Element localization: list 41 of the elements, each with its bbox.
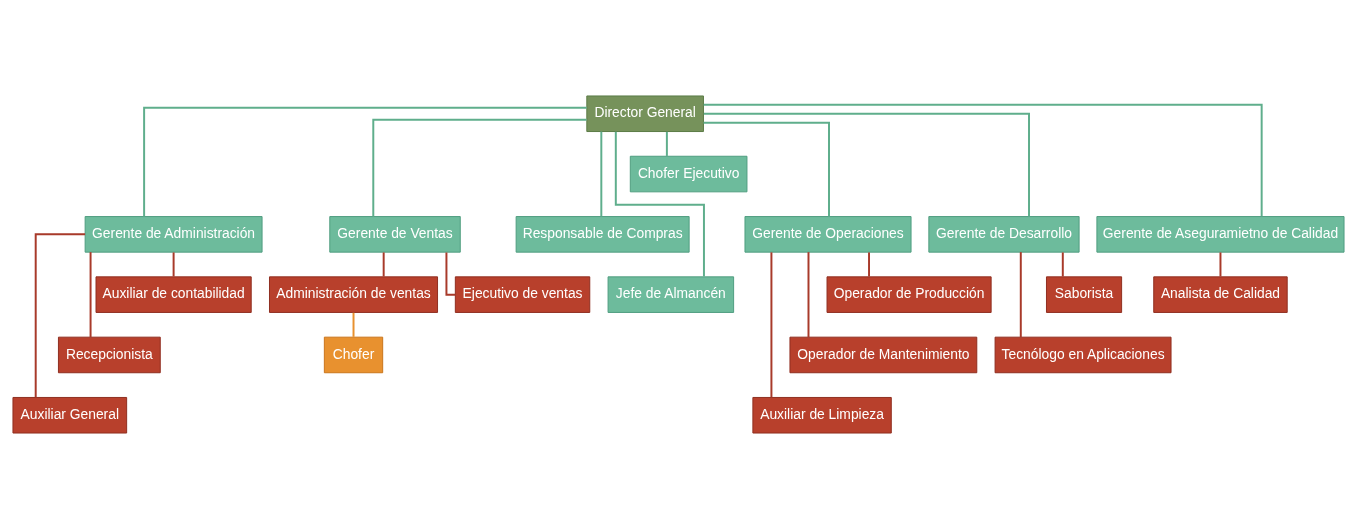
node-box: Ejecutivo de ventas [454, 276, 591, 313]
node-box: Auxiliar de contabilidad [95, 276, 252, 313]
connector [702, 103, 1263, 218]
connector [445, 251, 457, 296]
node-box: Jefe de Almancén [607, 276, 735, 313]
node-box: Gerente de Operaciones [744, 216, 912, 253]
connector [600, 130, 603, 218]
connector [868, 251, 871, 278]
node-box: Director General [586, 95, 704, 133]
connector [1019, 251, 1022, 339]
node-box: Tecnólogo en Aplicaciones [994, 336, 1172, 374]
connector [702, 112, 1030, 218]
node-box: Gerente de Desarrollo [928, 216, 1080, 253]
node-box: Analista de Calidad [1153, 276, 1288, 313]
node-box: Recepcionista [57, 336, 161, 374]
connector [172, 251, 175, 278]
node-box: Chofer Ejecutivo [629, 155, 748, 193]
connector [382, 251, 385, 278]
node-box: Auxiliar General [12, 396, 128, 434]
node-box: Operador de Producción [826, 276, 992, 313]
connector [34, 233, 87, 399]
node-box: Gerente de Ventas [329, 216, 461, 253]
connector [614, 130, 705, 278]
node-box: Responsable de Compras [515, 216, 690, 253]
connector [372, 118, 588, 218]
node-box: Chofer [323, 336, 384, 374]
connector [807, 251, 810, 339]
node-box: Gerente de Administración [84, 216, 263, 253]
node-box: Saborista [1046, 276, 1123, 313]
connector [1219, 251, 1222, 278]
connector [702, 121, 830, 218]
connector [665, 130, 668, 157]
node-box: Administración de ventas [269, 276, 439, 313]
connector [770, 251, 773, 399]
connector [89, 251, 92, 339]
node-box: Operador de Mantenimiento [789, 336, 978, 374]
connector [143, 106, 588, 218]
node-box: Auxiliar de Limpieza [752, 396, 892, 434]
connector [1061, 251, 1064, 278]
node-box: Gerente de Aseguramietno de Calidad [1096, 216, 1345, 253]
connector [352, 311, 355, 338]
